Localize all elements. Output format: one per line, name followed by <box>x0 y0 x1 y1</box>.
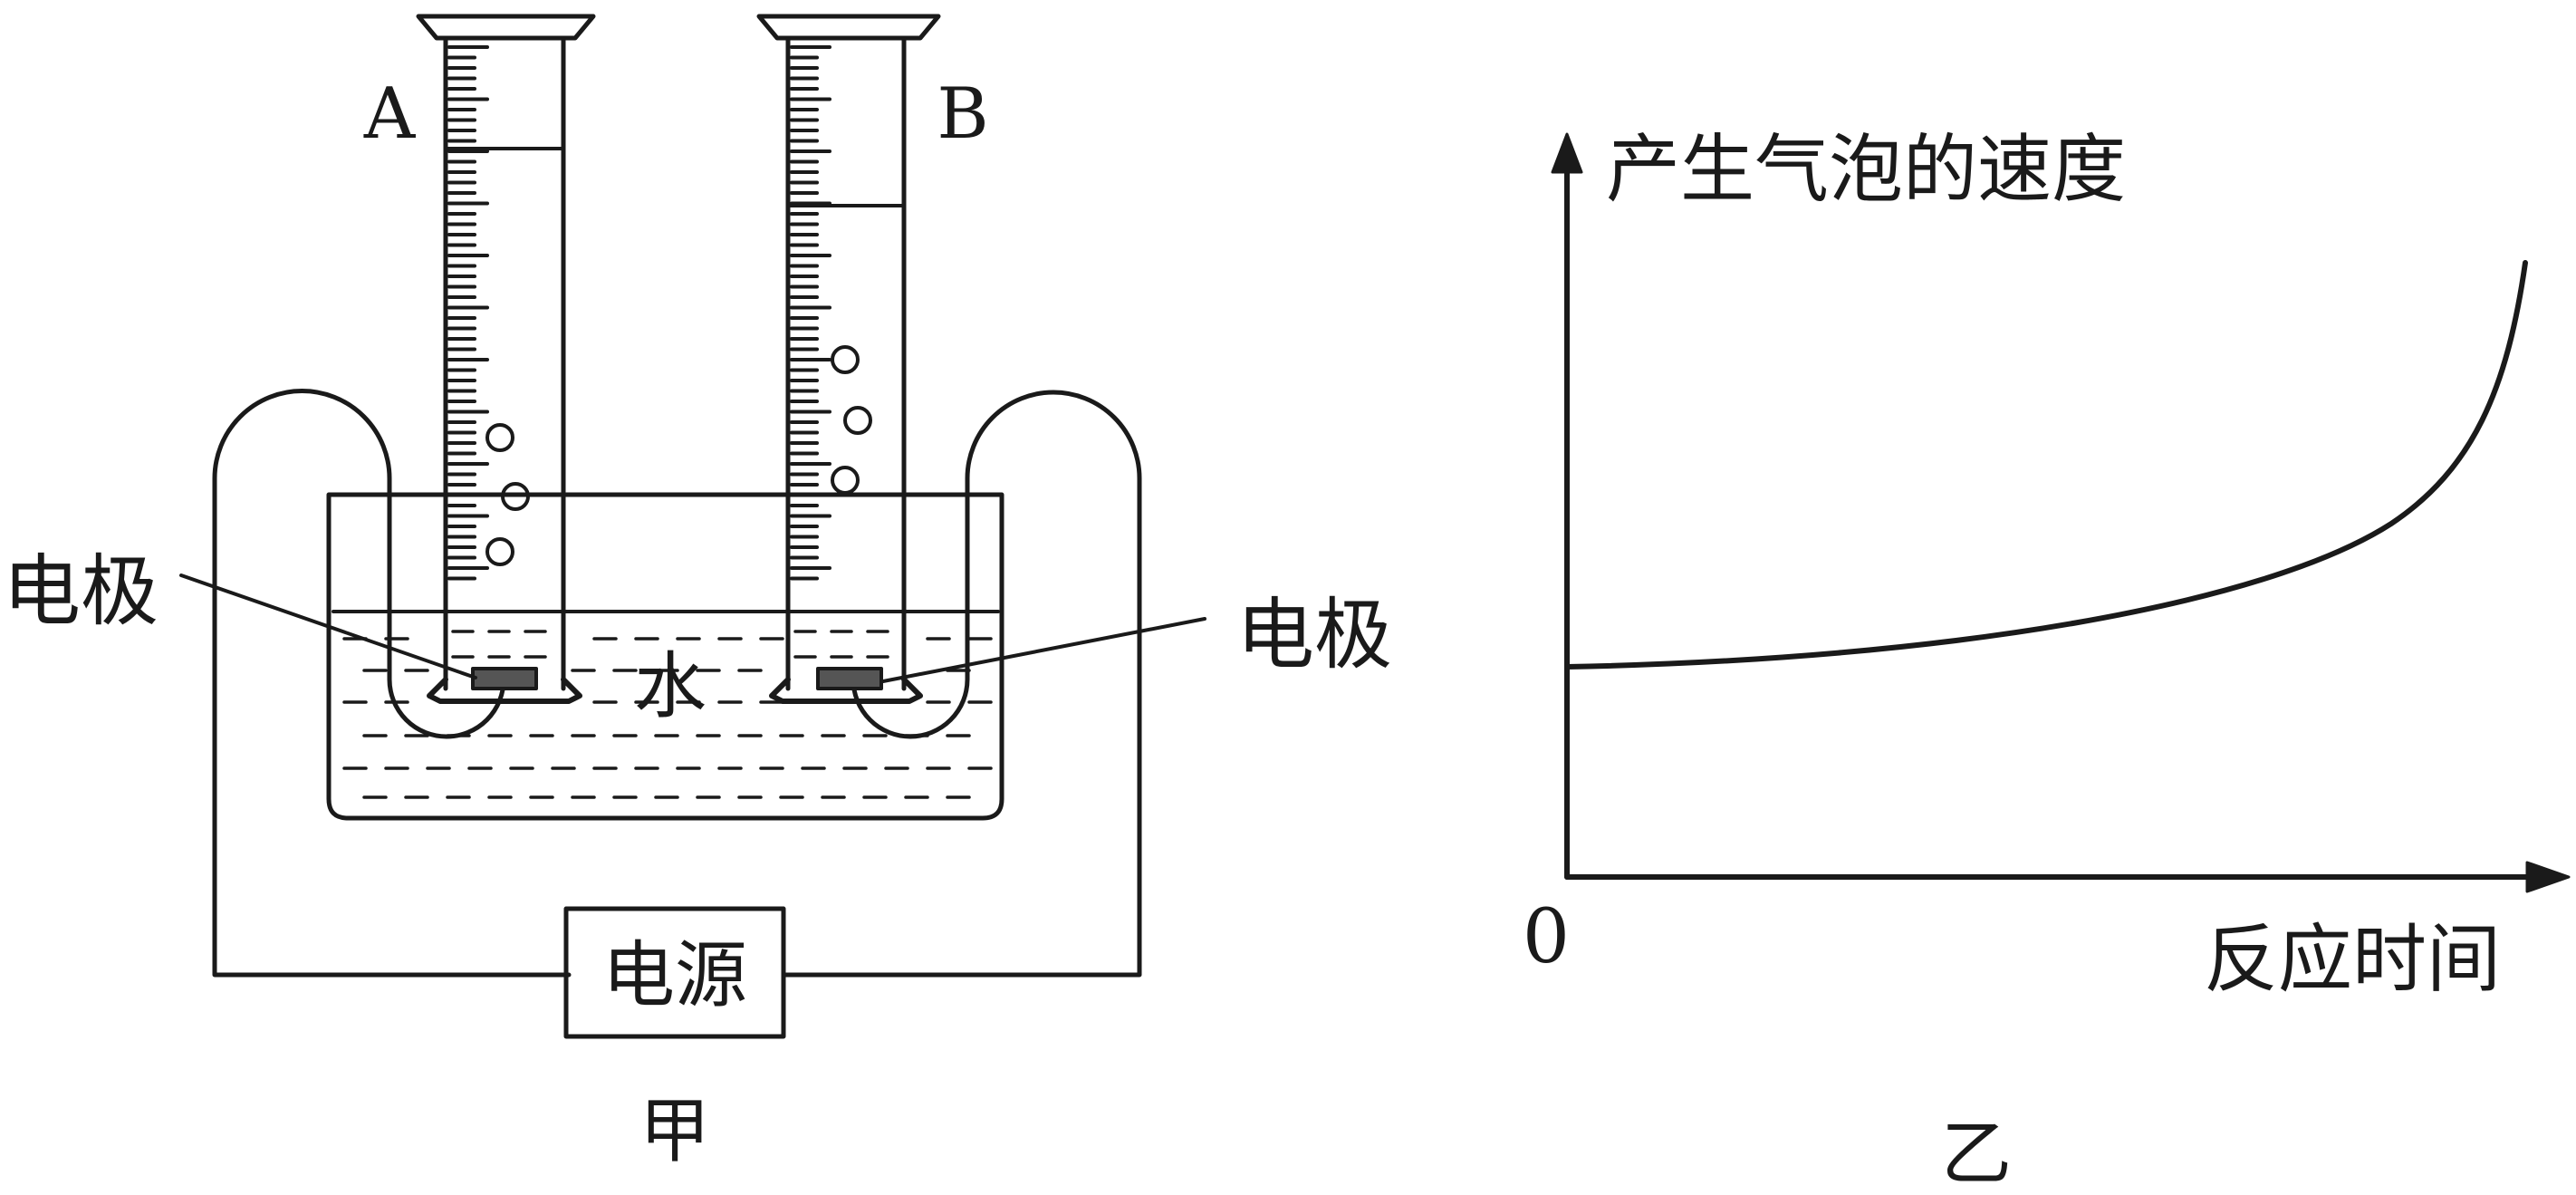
leader-line-left <box>179 573 477 679</box>
graduated-cylinder-a <box>416 14 596 704</box>
wire-left <box>212 389 572 978</box>
y-axis-label: 产生气泡的速度 <box>1606 127 2126 213</box>
rate-time-graph <box>1551 132 2571 893</box>
electrode-right-label: 电极 <box>1236 590 1392 680</box>
x-axis-label: 反应时间 <box>2204 917 2501 1003</box>
electrode-a <box>471 667 538 690</box>
x-axis-arrow <box>2525 861 2571 893</box>
graduation-ticks-b <box>790 45 831 581</box>
water-label: 水 <box>634 644 706 728</box>
electrode-left-label: 电极 <box>3 546 159 637</box>
bubble <box>843 406 872 435</box>
origin-label: 0 <box>1523 894 1570 980</box>
rate-curve <box>1564 260 2528 670</box>
graduated-cylinder-b <box>756 14 941 704</box>
cylinder-a-label: A <box>363 73 417 155</box>
electrolysis-apparatus <box>179 14 1206 1039</box>
graduation-ticks-a <box>447 45 489 581</box>
bubble <box>501 482 530 511</box>
leader-line-right <box>881 617 1206 683</box>
bubble <box>831 466 860 495</box>
wire-right <box>781 390 1142 978</box>
electrode-b <box>816 667 883 690</box>
cylinder-b-label: B <box>937 73 988 155</box>
power-supply-label: 电源 <box>602 933 747 1017</box>
bubble <box>485 537 514 566</box>
water-dashes <box>342 630 993 799</box>
power-supply-box <box>563 906 786 1039</box>
bubble <box>485 423 514 452</box>
figure-caption-left: 甲 <box>639 1091 710 1172</box>
water-trough <box>326 492 1004 821</box>
y-axis-arrow <box>1551 132 1583 174</box>
figure-caption-right: 乙 <box>1941 1113 2012 1195</box>
bubble <box>831 345 860 374</box>
